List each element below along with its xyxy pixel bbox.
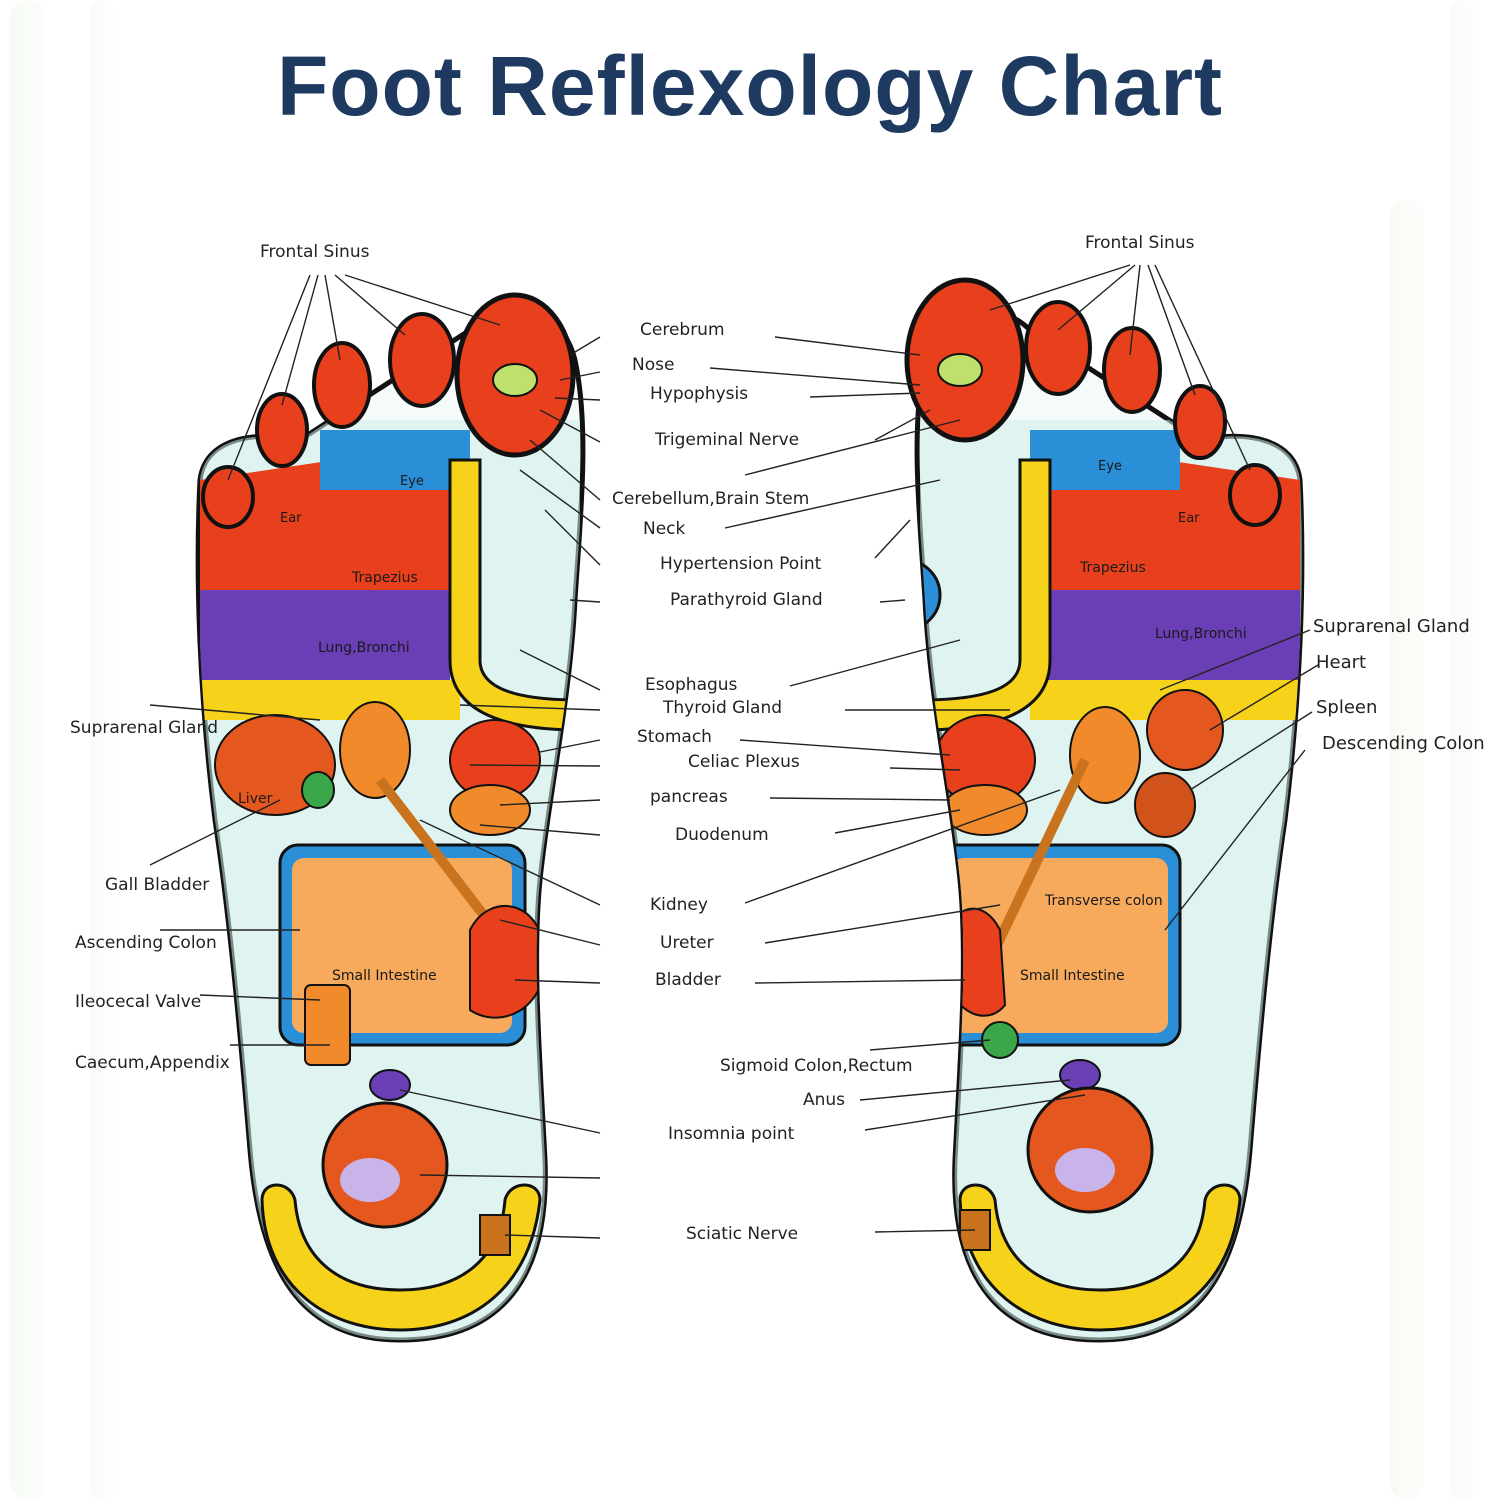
label-neck: Neck — [643, 519, 686, 539]
right-toe-5 — [1228, 463, 1282, 527]
label-spleen: Spleen — [1316, 697, 1378, 718]
label-sciatic-nerve: Sciatic Nerve — [686, 1224, 799, 1244]
right-foot — [904, 277, 1305, 1343]
right-small-intestine — [952, 858, 1168, 1033]
left-ureter — [376, 776, 499, 934]
right-big-toe-hypophysis — [937, 353, 983, 387]
left-big-toe-hypophysis — [492, 363, 538, 397]
foot-label-ear-right: Ear — [1178, 511, 1200, 526]
leader-lines — [149, 264, 1319, 1239]
left-toe-2 — [388, 312, 456, 408]
label-parathyroid-gland: Parathyroid Gland — [670, 590, 823, 610]
right-heart — [1146, 689, 1224, 771]
label-hypertension-point: Hypertension Point — [660, 554, 822, 574]
right-toe-2 — [1024, 300, 1092, 396]
label-gall-bladder: Gall Bladder — [105, 875, 210, 895]
bamboo-stalk — [1390, 200, 1424, 1500]
label-frontal-sinus-left: Frontal Sinus — [260, 242, 370, 262]
label-suprarenal-gland-left: Suprarenal Gland — [70, 718, 219, 738]
left-heel-arc — [260, 1183, 542, 1332]
foot-label-transverse-colon: Transverse colon — [1044, 893, 1163, 909]
left-diaphragm-zone — [200, 680, 460, 720]
label-pancreas: pancreas — [650, 787, 728, 807]
label-insomnia-point: Insomnia point — [668, 1124, 795, 1144]
label-duodenum: Duodenum — [675, 825, 769, 845]
right-eye-zone — [1030, 430, 1180, 490]
right-heel-swirl — [1055, 1148, 1115, 1192]
right-spleen — [1134, 772, 1196, 838]
label-kidney: Kidney — [650, 895, 708, 915]
label-hypophysis: Hypophysis — [650, 384, 749, 404]
left-foot — [195, 292, 586, 1343]
left-toe-5 — [201, 465, 255, 529]
foot-label-lung-left: Lung,Bronchi — [318, 640, 410, 656]
foot-label-ear-left: Ear — [280, 511, 302, 526]
foot-label-small-intestine-left: Small Intestine — [332, 968, 437, 984]
right-ureter — [985, 757, 1090, 963]
label-bladder: Bladder — [655, 970, 721, 990]
right-parathyroid — [917, 558, 942, 632]
page-title: Foot Reflexology Chart — [276, 39, 1224, 133]
left-caecum — [304, 984, 351, 1066]
bamboo-stalk — [10, 0, 46, 1500]
foot-label-liver: Liver — [238, 791, 273, 807]
label-anus: Anus — [803, 1090, 846, 1110]
left-kidney — [339, 701, 411, 799]
label-descending-colon: Descending Colon — [1322, 733, 1485, 754]
label-suprarenal-gland-right: Suprarenal Gland — [1313, 616, 1470, 637]
bamboo-stalk — [90, 0, 114, 1500]
label-frontal-sinus-right: Frontal Sinus — [1085, 233, 1195, 253]
label-sigmoid-colon: Sigmoid Colon,Rectum — [720, 1056, 913, 1076]
label-esophagus: Esophagus — [645, 675, 738, 695]
label-thyroid-gland: Thyroid Gland — [663, 698, 783, 718]
left-gallbladder — [301, 771, 335, 809]
foot-label-eye-right: Eye — [1098, 459, 1122, 474]
label-ileocecal-valve: Ileocecal Valve — [75, 992, 202, 1012]
left-insomnia-point — [369, 1069, 411, 1101]
label-ureter: Ureter — [660, 933, 714, 953]
foot-label-eye-left: Eye — [400, 474, 424, 489]
label-celiac-plexus: Celiac Plexus — [688, 752, 800, 772]
label-caecum: Caecum,Appendix — [75, 1053, 230, 1073]
left-heel-swirl — [340, 1158, 400, 1202]
left-toe-4 — [255, 392, 309, 468]
foot-label-trapezius-right: Trapezius — [1079, 560, 1146, 576]
label-stomach: Stomach — [637, 727, 712, 747]
right-toe-4 — [1173, 384, 1227, 460]
right-bladder — [943, 907, 1007, 1017]
right-kidney — [1069, 706, 1141, 804]
label-nose: Nose — [632, 355, 675, 375]
right-anus-point — [1059, 1059, 1101, 1091]
left-toe-3 — [312, 341, 372, 429]
right-toe-3 — [1102, 326, 1162, 414]
foot-label-small-intestine-right: Small Intestine — [1020, 968, 1125, 984]
left-eye-zone — [320, 430, 470, 490]
label-cerebrum: Cerebrum — [640, 320, 725, 340]
label-trigeminal-nerve: Trigeminal Nerve — [655, 430, 800, 450]
left-pancreas — [449, 784, 531, 836]
foot-label-trapezius-left: Trapezius — [351, 570, 418, 586]
label-ascending-colon: Ascending Colon — [75, 933, 217, 953]
label-heart: Heart — [1316, 652, 1367, 673]
foot-label-lung-right: Lung,Bronchi — [1155, 626, 1247, 642]
bamboo-stalk — [1450, 0, 1476, 1500]
label-cerebellum: Cerebellum,Brain Stem — [612, 489, 810, 509]
right-heel-arc — [958, 1183, 1242, 1332]
